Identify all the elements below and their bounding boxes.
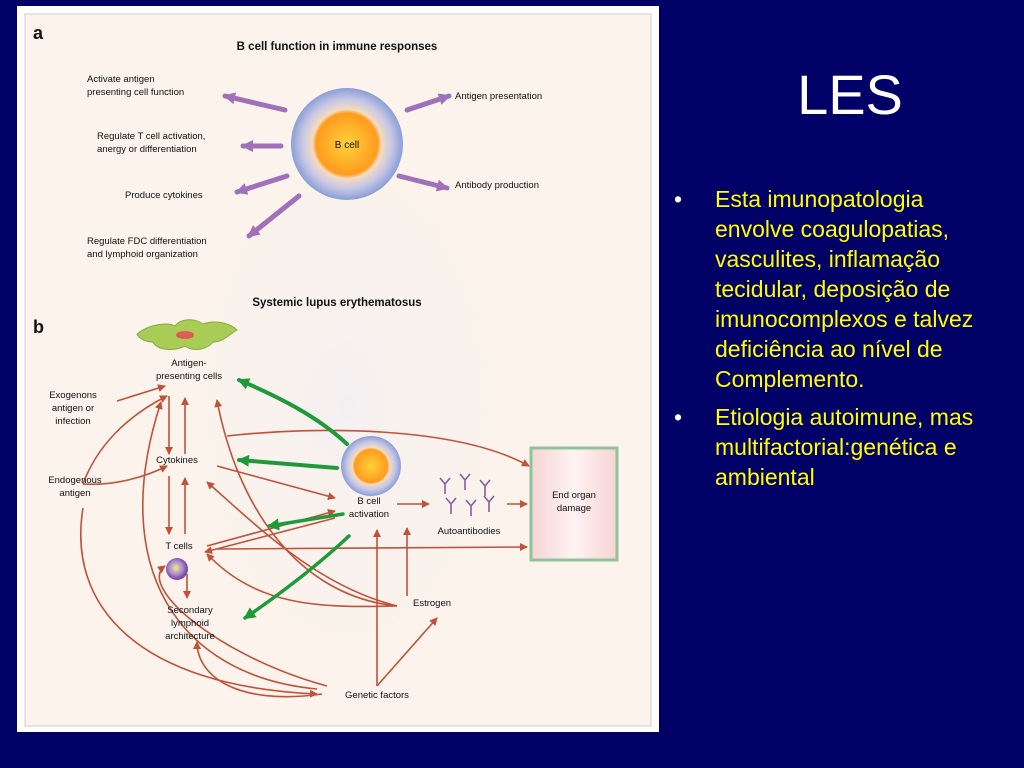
label-apc-1: Antigen- <box>171 358 206 369</box>
end-organ-box <box>529 446 619 562</box>
arrow-to-antibody-production <box>396 173 450 192</box>
panel-a-left-labels: Activate antigen presenting cell functio… <box>87 74 207 260</box>
b-cell-activation-circle <box>341 436 401 496</box>
label-endogenous-1: Endogenous <box>48 475 102 486</box>
label-autoantibodies: Autoantibodies <box>438 526 501 537</box>
panel-b-letter: b <box>33 317 44 337</box>
label-secondary-1: Secondary <box>167 605 213 616</box>
immune-diagram-figure: a B cell function in immune responses B … <box>17 6 659 732</box>
bullet-text: Etiologia autoimune, mas multifactorial:… <box>715 404 974 490</box>
label-antibody-production: Antibody production <box>455 180 539 191</box>
label-apc-2: presenting cells <box>156 371 222 382</box>
arrow-to-fdc <box>246 193 302 239</box>
panel-b-title: Systemic lupus erythematosus <box>252 297 421 309</box>
label-genetic-factors: Genetic factors <box>345 690 409 701</box>
bullet-item: • Etiologia autoimune, mas multifactorial… <box>668 402 1004 492</box>
panel-b-green-arrows <box>237 378 351 620</box>
background-glow <box>167 106 527 706</box>
label-exogenous-3: infection <box>55 416 90 427</box>
label-activate-apc-1: Activate antigen <box>87 74 155 85</box>
panel-b-labels: Antigen- presenting cells Exogenons anti… <box>48 358 596 701</box>
label-bcell-activation-1: B cell <box>357 496 380 507</box>
label-antigen-presentation: Antigen presentation <box>455 91 542 102</box>
arrow-to-apc-function <box>222 92 288 113</box>
label-regulate-fdc-2: and lymphoid organization <box>87 249 198 260</box>
label-estrogen: Estrogen <box>413 598 451 609</box>
label-secondary-2: lymphoid <box>171 618 209 629</box>
b-cell-label: B cell <box>335 140 359 151</box>
b-cell-circle <box>291 88 403 200</box>
label-activate-apc-2: presenting cell function <box>87 87 184 98</box>
panel-a-letter: a <box>33 23 44 43</box>
bullet-list: • Esta imunopatologia envolve coagulopati… <box>668 184 1004 500</box>
panel-a-arrows <box>222 92 452 239</box>
label-exogenous-1: Exogenons <box>49 390 97 401</box>
panel-b-red-arrows <box>80 384 530 698</box>
label-end-organ-1: End organ <box>552 490 596 501</box>
bullet-glyph: • <box>674 404 683 430</box>
bullet-glyph: • <box>674 186 683 212</box>
panel-a-right-labels: Antigen presentation Antibody production <box>455 91 542 191</box>
arrow-to-cytokines <box>234 173 290 195</box>
label-endogenous-2: antigen <box>59 488 90 499</box>
label-t-cells: T cells <box>165 541 193 552</box>
label-regulate-fdc-1: Regulate FDC differentiation <box>87 236 207 247</box>
autoantibody-icons <box>439 473 495 516</box>
bullet-item: • Esta imunopatologia envolve coagulopati… <box>668 184 1004 394</box>
label-cytokines: Cytokines <box>156 455 198 466</box>
panel-a-title: B cell function in immune responses <box>237 41 438 53</box>
label-end-organ-2: damage <box>557 503 591 514</box>
label-regulate-t-2: anergy or differentiation <box>97 144 197 155</box>
label-exogenous-2: antigen or <box>52 403 94 414</box>
bullet-text: Esta imunopatologia envolve coagulopatia… <box>715 186 974 392</box>
t-cell-icon <box>166 558 188 580</box>
slide-title: LES <box>797 63 903 126</box>
diagram-svg: a B cell function in immune responses B … <box>17 6 659 732</box>
label-regulate-t-1: Regulate T cell activation, <box>97 131 205 142</box>
apc-cell-icon <box>136 319 238 350</box>
label-bcell-activation-2: activation <box>349 509 389 520</box>
arrow-to-antigen-presentation <box>404 93 452 113</box>
label-produce-cytokines: Produce cytokines <box>125 190 203 201</box>
label-secondary-3: architecture <box>165 631 215 642</box>
